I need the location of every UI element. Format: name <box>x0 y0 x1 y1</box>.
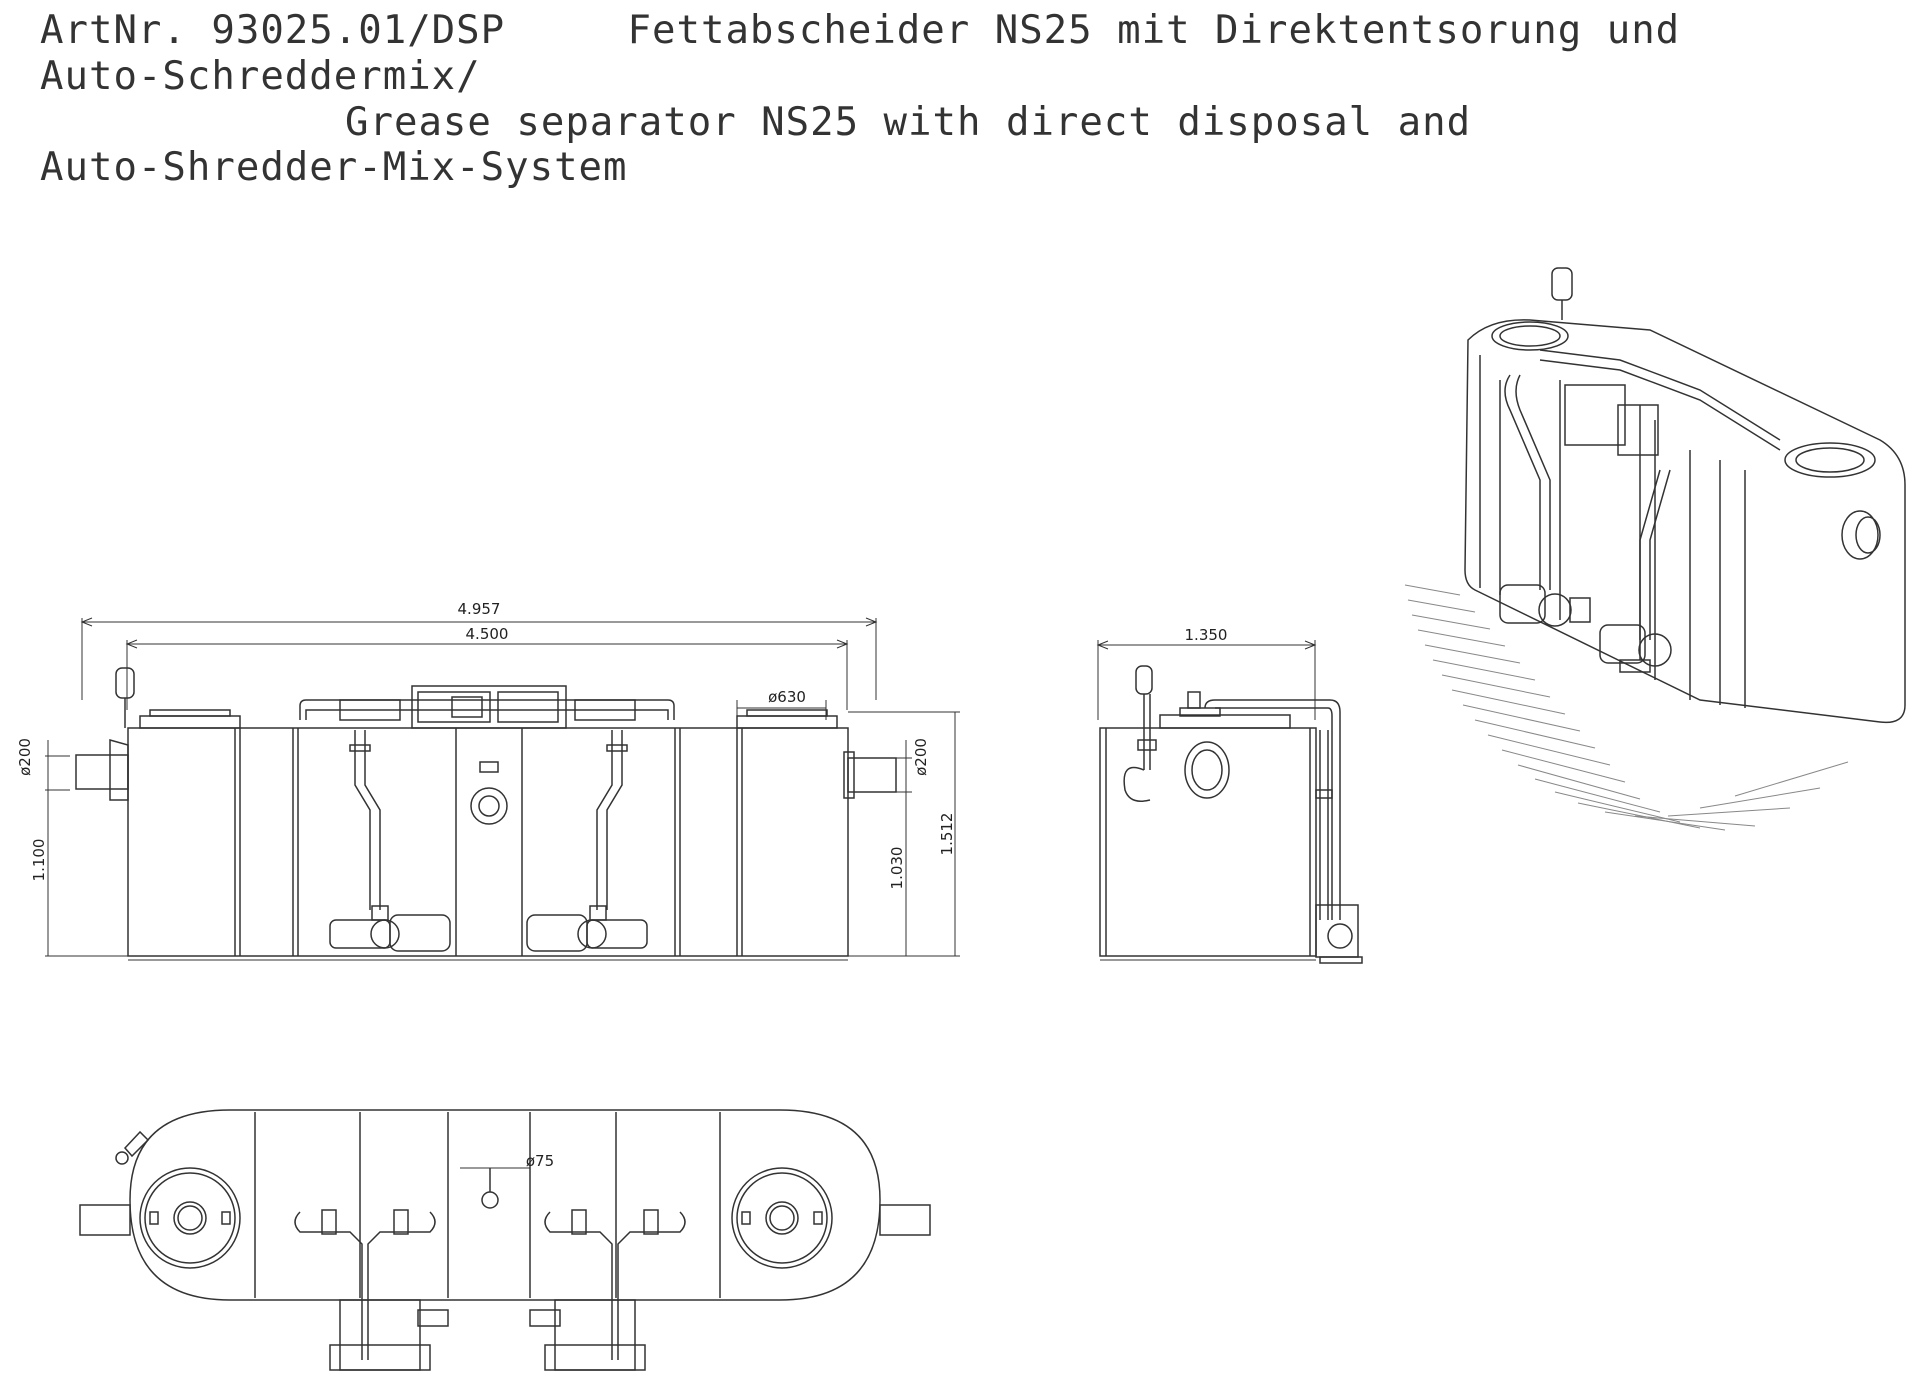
side-pump <box>1315 904 1363 964</box>
dim-width-label: 1.350 <box>1185 626 1228 644</box>
iso-tank-body <box>1464 319 1906 724</box>
plan-tank-outline <box>129 1109 881 1301</box>
side-inlet-opening <box>1184 741 1230 799</box>
iso-pump-left <box>1499 584 1591 627</box>
dim-cover-diameter-label: ø630 <box>768 688 806 706</box>
control-box <box>411 685 567 729</box>
isometric-view <box>1404 267 1906 831</box>
dim-inlet-height <box>45 740 128 957</box>
dim-outlet-diameter-label: ø200 <box>912 738 930 776</box>
title-line-3-text: Grease separator NS25 with direct dispos… <box>345 100 1472 145</box>
dim-total-height-label: 1.512 <box>938 813 956 856</box>
iso-cover-right <box>1784 442 1876 478</box>
front-view: 4.957 4.500 ø630 <box>16 600 960 961</box>
plan-pipes-left <box>294 1209 436 1360</box>
iso-outlet <box>1841 510 1879 560</box>
side-view: 1.350 <box>1096 626 1363 964</box>
plan-pump-right <box>529 1299 646 1371</box>
dim-width <box>1096 640 1317 720</box>
dim-vent-diameter-label: ø75 <box>526 1152 554 1170</box>
dim-overall-length-label: 4.957 <box>458 600 501 618</box>
side-tank-body <box>1099 727 1317 957</box>
dim-inlet-diameter-label: ø200 <box>16 738 34 776</box>
iso-pump-right <box>1599 624 1672 673</box>
sight-glass <box>470 787 508 825</box>
front-outlet-pipe <box>843 751 897 799</box>
plan-manhole-left <box>139 1167 241 1269</box>
dim-overall-length <box>80 617 878 700</box>
title-line-2: Auto-Schreddermix/ <box>40 54 481 99</box>
dim-inlet-height-label: 1.100 <box>30 839 48 882</box>
dim-outlet-height <box>848 711 960 957</box>
front-inlet-pipe <box>75 739 129 801</box>
title-line-1: ArtNr. 93025.01/DSP Fettabscheider NS25 … <box>40 8 1681 53</box>
title-line-4: Auto-Shredder-Mix-System <box>40 145 628 190</box>
front-cover-left <box>139 715 241 729</box>
plan-vent <box>481 1191 499 1209</box>
iso-ground-hatching <box>1404 584 1849 831</box>
iso-cover-left <box>1491 321 1569 351</box>
plan-manhole-right <box>731 1167 833 1269</box>
front-cover-right <box>736 715 838 729</box>
pump-left <box>329 905 451 952</box>
pump-right <box>526 905 648 952</box>
dim-outlet-height-label: 1.030 <box>888 847 906 890</box>
plan-pipes-right <box>544 1209 686 1360</box>
plan-pump-left <box>329 1299 449 1371</box>
title-line-3: Grease separator NS25 with direct dispos… <box>40 100 1471 145</box>
lifting-eye <box>115 667 135 728</box>
plan-view: ø75 <box>79 1109 931 1371</box>
dim-tank-length-label: 4.500 <box>466 625 509 643</box>
